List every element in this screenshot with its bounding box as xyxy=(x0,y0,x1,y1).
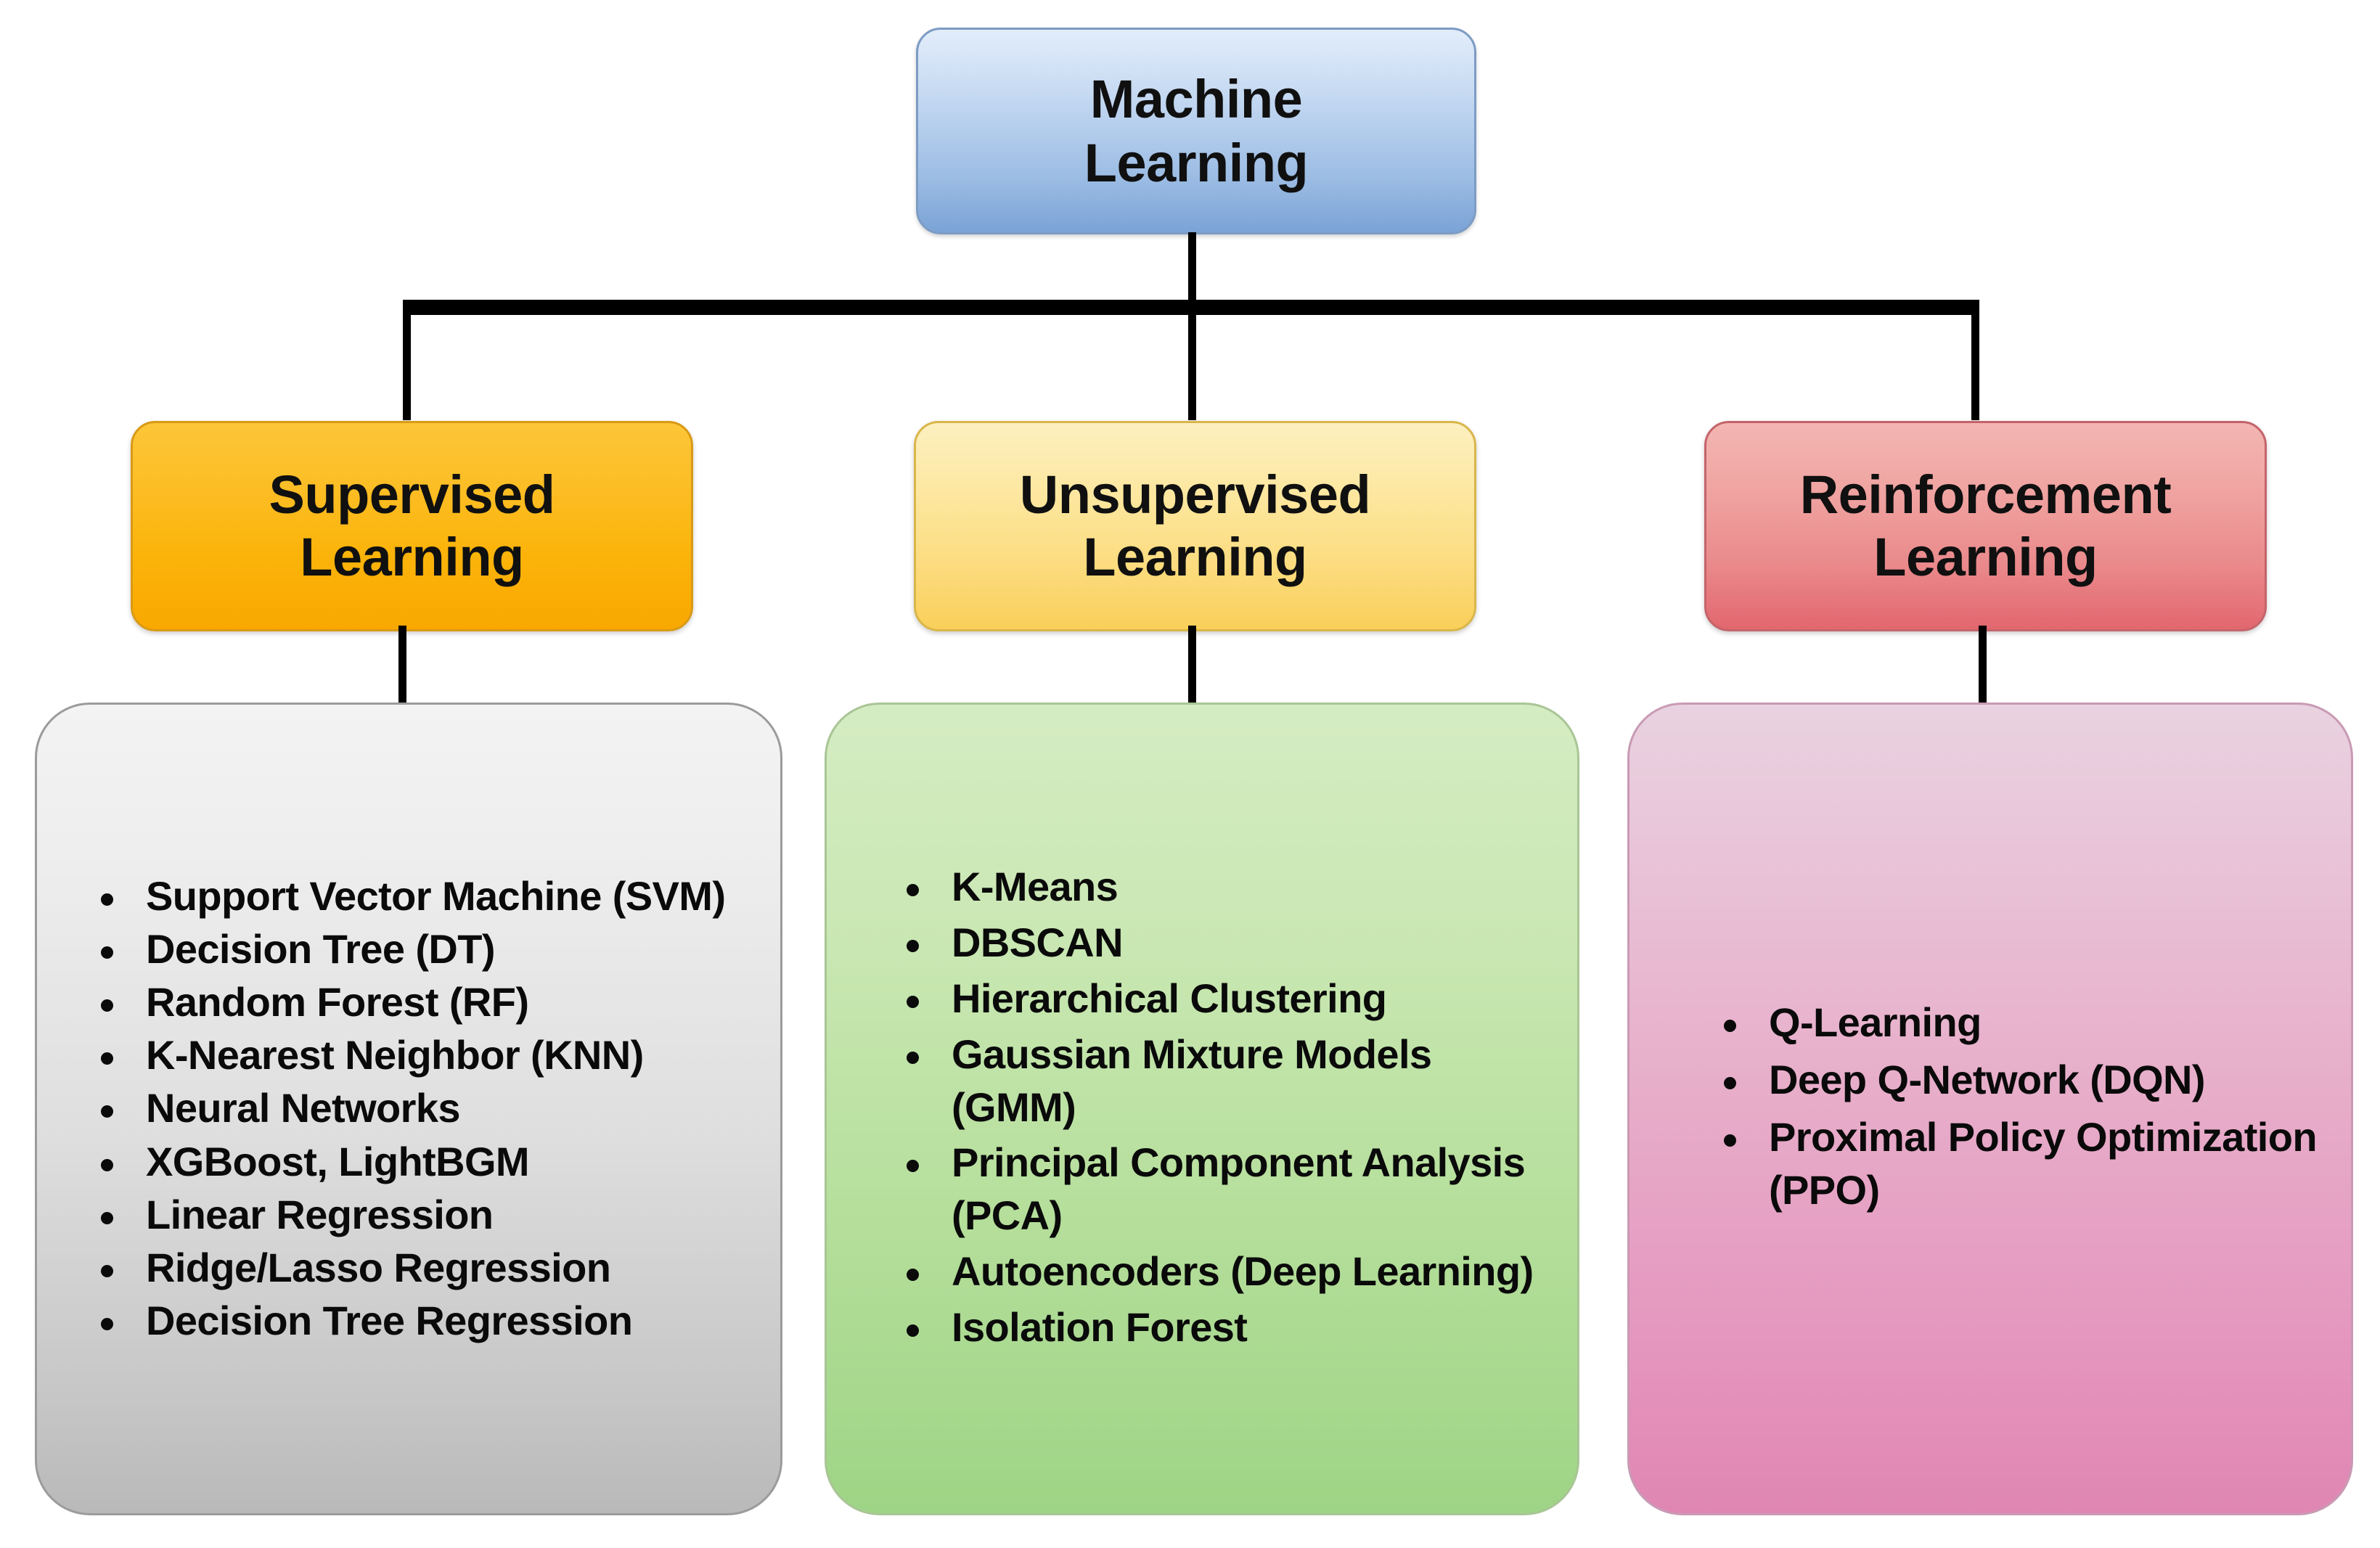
list-item-label: Decision Tree (DT) xyxy=(146,926,495,972)
list-item-label: XGBoost, LightBGM xyxy=(146,1138,530,1184)
list-item: Q-Learning xyxy=(1708,996,2326,1049)
bullet-icon xyxy=(1724,1077,1736,1090)
list-item: Neural Networks xyxy=(85,1082,756,1134)
list-item: Autoencoders (Deep Learning) xyxy=(891,1245,1553,1298)
bullet-icon xyxy=(1724,1020,1736,1033)
bullet-icon xyxy=(907,940,919,953)
bullet-icon xyxy=(907,1160,919,1173)
list-item: Random Forest (RF) xyxy=(85,976,756,1028)
list-item: K-Means xyxy=(891,861,1553,914)
bullet-icon xyxy=(101,893,113,906)
connector-drop-unsupervised xyxy=(1188,308,1196,420)
bullet-icon xyxy=(907,1324,919,1337)
supervised-algorithm-list: Support Vector Machine (SVM) Decision Tre… xyxy=(37,870,780,1348)
list-item-label: Random Forest (RF) xyxy=(146,979,529,1025)
list-item: XGBoost, LightBGM xyxy=(85,1136,756,1187)
list-item-label: Isolation Forest xyxy=(952,1303,1248,1350)
bullet-icon xyxy=(101,1264,113,1277)
list-item: Decision Tree (DT) xyxy=(85,923,756,975)
list-item: Ridge/Lasso Regression xyxy=(85,1242,756,1293)
panel-supervised-algorithms: Support Vector Machine (SVM) Decision Tre… xyxy=(35,703,782,1515)
connector-stem-reinforcement xyxy=(1979,626,1987,705)
list-item: Support Vector Machine (SVM) xyxy=(85,870,756,922)
list-item-label: Linear Regression xyxy=(146,1191,494,1237)
list-item-label: DBSCAN xyxy=(952,920,1124,966)
connector-horizontal-bus xyxy=(403,300,1979,315)
list-item: Proximal Policy Optimization (PPO) xyxy=(1708,1111,2326,1217)
list-item: Deep Q-Network (DQN) xyxy=(1708,1054,2326,1107)
list-item-label: Q-Learning xyxy=(1769,999,1982,1046)
bullet-icon xyxy=(101,1105,113,1118)
list-item-label: Principal Component Analysis (PCA) xyxy=(952,1139,1526,1239)
bullet-icon xyxy=(101,946,113,959)
list-item-label: Proximal Policy Optimization (PPO) xyxy=(1769,1114,2318,1213)
list-item-label: Hierarchical Clustering xyxy=(952,975,1387,1021)
connector-stem-unsupervised xyxy=(1188,626,1196,705)
bullet-icon xyxy=(101,1052,113,1065)
list-item: Decision Tree Regression xyxy=(85,1295,756,1346)
list-item-label: K-Nearest Neighbor (KNN) xyxy=(146,1032,644,1078)
list-item-label: Support Vector Machine (SVM) xyxy=(146,873,726,919)
bullet-icon xyxy=(1724,1134,1736,1147)
bullet-icon xyxy=(907,996,919,1008)
bullet-icon xyxy=(101,999,113,1012)
connector-drop-reinforcement xyxy=(1971,308,1979,420)
list-item: Isolation Forest xyxy=(891,1301,1553,1354)
bullet-icon xyxy=(101,1317,113,1330)
list-item: Hierarchical Clustering xyxy=(891,972,1553,1025)
list-item-label: Decision Tree Regression xyxy=(146,1297,633,1343)
list-item-label: Autoencoders (Deep Learning) xyxy=(952,1248,1534,1294)
list-item-label: K-Means xyxy=(952,864,1119,910)
list-item-label: Ridge/Lasso Regression xyxy=(146,1244,611,1290)
bullet-icon xyxy=(907,1051,919,1064)
list-item-label: Gaussian Mixture Models (GMM) xyxy=(952,1031,1432,1130)
list-item-label: Deep Q-Network (DQN) xyxy=(1769,1057,2206,1103)
list-item: DBSCAN xyxy=(891,917,1553,970)
connector-drop-supervised xyxy=(403,308,411,420)
bullet-icon xyxy=(101,1158,113,1171)
connector-root-stem xyxy=(1188,232,1196,308)
bullet-icon xyxy=(907,1268,919,1281)
list-item-label: Neural Networks xyxy=(146,1085,461,1131)
list-item: K-Nearest Neighbor (KNN) xyxy=(85,1029,756,1081)
list-item: Principal Component Analysis (PCA) xyxy=(891,1137,1553,1242)
bullet-icon xyxy=(907,884,919,897)
connector-stem-supervised xyxy=(398,626,406,705)
list-item: Linear Regression xyxy=(85,1189,756,1240)
list-item: Gaussian Mixture Models (GMM) xyxy=(891,1028,1553,1134)
bullet-icon xyxy=(101,1211,113,1224)
